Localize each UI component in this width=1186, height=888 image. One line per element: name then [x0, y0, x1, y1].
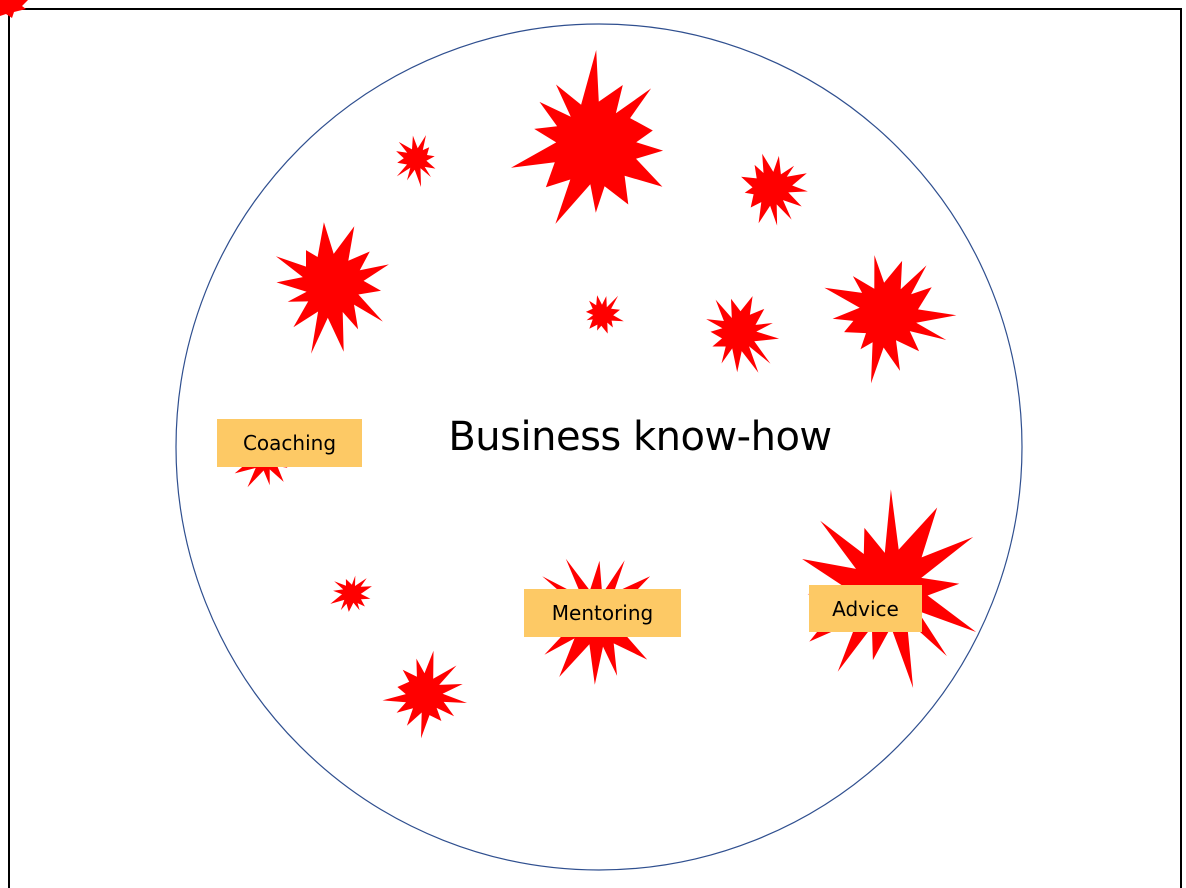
- burst-left: [275, 222, 389, 354]
- burst-center-small: [585, 295, 624, 334]
- burst-large-top: [511, 50, 664, 224]
- burst-far-right: [824, 255, 957, 384]
- burst-lower-left: [330, 575, 372, 612]
- coaching-label: Coaching: [217, 419, 362, 467]
- burst-small-top-left: [396, 135, 436, 187]
- burst-right-middle: [706, 296, 780, 373]
- burst-bottom-left: [382, 650, 467, 739]
- burst-top-right: [741, 153, 808, 226]
- corner-burst-fragment: [0, 0, 28, 18]
- mentoring-label: Mentoring: [524, 589, 681, 637]
- know-how-circle: [175, 23, 1023, 871]
- page-frame: [8, 8, 1182, 888]
- advice-label: Advice: [809, 585, 922, 632]
- diagram-title: Business know-how: [448, 414, 832, 460]
